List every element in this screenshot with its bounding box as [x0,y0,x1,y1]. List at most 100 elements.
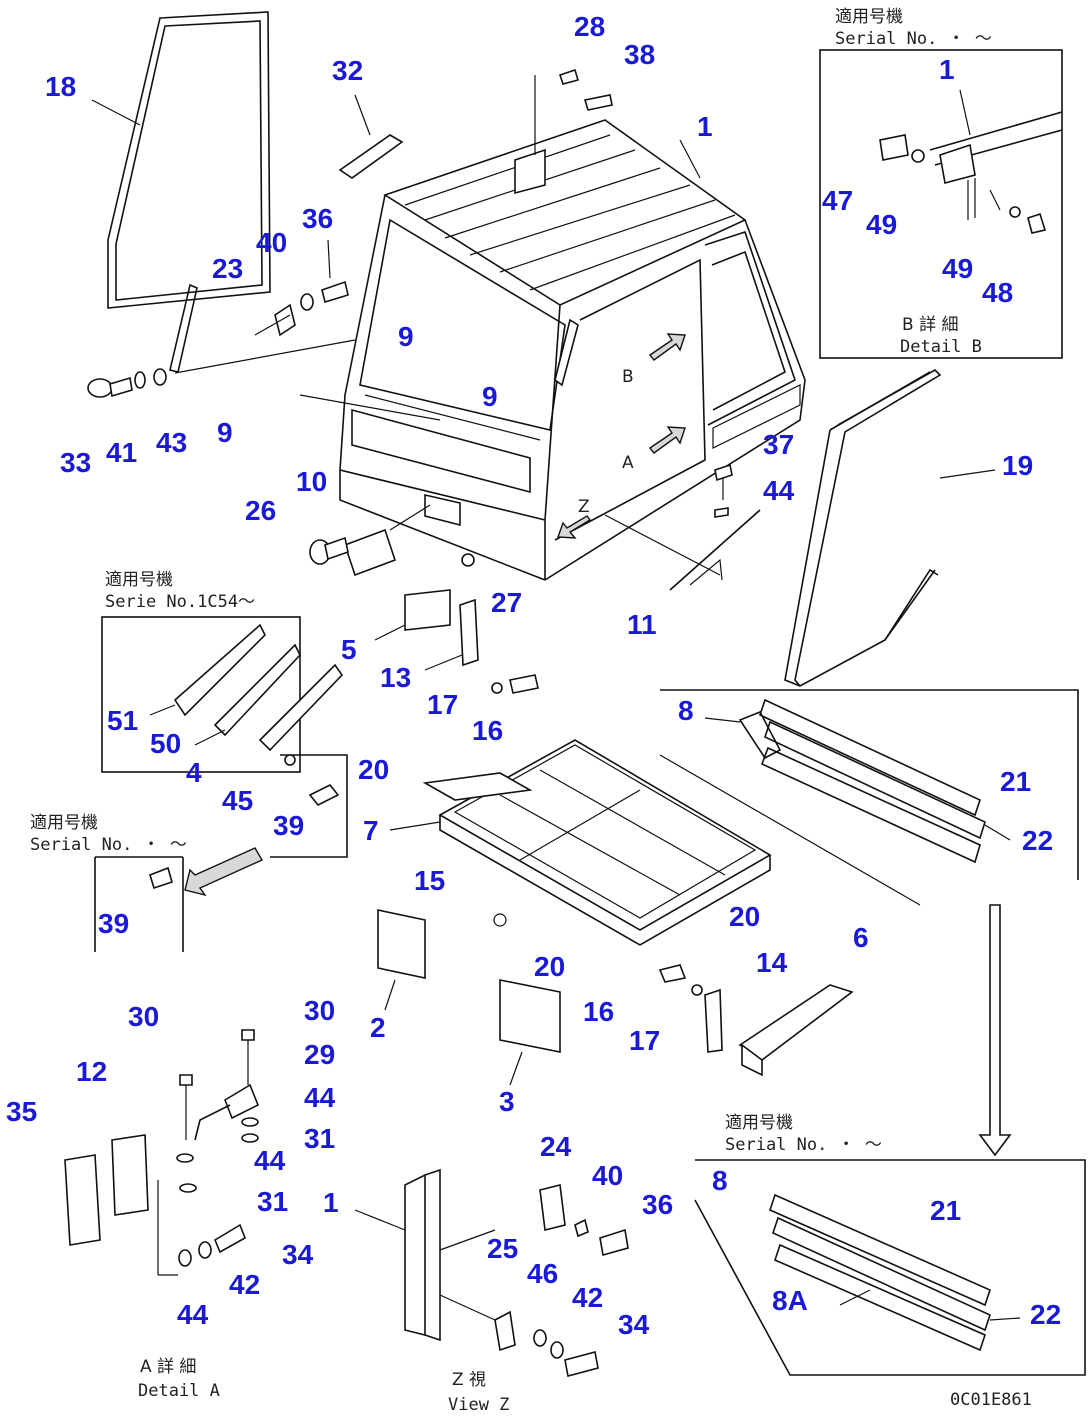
callout-40: 40 [592,1160,623,1191]
callout-32: 32 [332,55,363,86]
callout-39: 39 [98,908,129,939]
callout-46: 46 [527,1258,558,1289]
detail-a-jp: A 詳 細 [140,1357,196,1377]
callout-44: 44 [763,475,795,506]
callout-20: 20 [534,951,565,982]
callout-16: 16 [583,996,614,1027]
callout-35: 35 [6,1096,37,1127]
callout-43: 43 [156,427,187,458]
serial-b-jp: 適用号機 [835,7,903,27]
callout-9: 9 [217,417,233,448]
callout-45: 45 [222,785,253,816]
serial-b-en: Serial No. ・ ～ [835,29,992,49]
callout-39: 39 [273,810,304,841]
callout-49: 49 [866,209,897,240]
callout-21: 21 [930,1195,961,1226]
callout-31: 31 [304,1123,335,1154]
detail-a-en: Detail A [138,1381,220,1401]
serial-e-en: Serial No. ・ ～ [725,1135,882,1155]
cab-mark-b: B [622,367,634,387]
callout-11: 11 [627,609,657,640]
callout-9: 9 [398,321,414,352]
window-seal-18 [91,11,271,309]
callout-10: 10 [296,466,327,497]
serial-box-e: 適用号機 Serial No. ・ ～ [694,1113,1086,1376]
callout-19: 19 [1002,450,1033,481]
callout-44: 44 [304,1082,336,1113]
serial-e-jp: 適用号機 [725,1113,793,1133]
callout-8A: 8A [772,1285,808,1316]
callout-42: 42 [572,1282,603,1313]
callout-14: 14 [756,947,788,978]
callout-44: 44 [177,1299,209,1330]
serial-d-en: Serial No. ・ ～ [30,835,187,855]
panels-2-3-6 [377,909,854,1086]
pin-11-assembly [604,463,761,591]
callout-4: 4 [186,757,202,788]
callout-22: 22 [1022,825,1053,856]
detail-a: A 詳 細 Detail A [64,1029,260,1401]
callout-8: 8 [712,1165,728,1196]
callout-15: 15 [414,865,445,896]
callout-27: 27 [491,587,522,618]
callout-22: 22 [1030,1299,1061,1330]
view-z-en: View Z [448,1395,509,1415]
callout-48: 48 [982,277,1013,308]
callout-17: 17 [427,689,458,720]
callout-36: 36 [642,1189,673,1220]
callout-3: 3 [499,1086,515,1117]
callout-34: 34 [618,1309,650,1340]
callout-1: 1 [323,1187,339,1218]
upper-rail-group [660,689,1079,880]
serial-box-c: 適用号機 Serie No.1C54～ [101,570,344,773]
serial-c-en: Serie No.1C54～ [105,592,255,612]
callout-38: 38 [624,39,655,70]
serial-box-39: 適用号機 Serial No. ・ ～ [30,754,348,952]
callout-5: 5 [341,634,357,665]
callout-8: 8 [678,695,694,726]
serial-d-jp: 適用号機 [30,813,98,833]
callout-7: 7 [363,815,379,846]
callout-24: 24 [540,1131,572,1162]
callout-42: 42 [229,1269,260,1300]
callout-20: 20 [358,754,389,785]
cab-mark-a: A [622,453,634,473]
callout-30: 30 [128,1001,159,1032]
callout-17: 17 [629,1025,660,1056]
handle-assembly-left [87,239,441,421]
callout-34: 34 [282,1239,314,1270]
direction-arrow [978,904,1012,1157]
callout-12: 12 [76,1056,107,1087]
label-plate-32 [338,94,404,179]
callout-2: 2 [370,1012,386,1043]
callout-40: 40 [256,227,287,258]
callout-31: 31 [257,1186,288,1217]
view-z: Z 視 View Z [354,1168,629,1415]
detail-b-box: 適用号機 Serial No. ・ ～ B 詳 細 Detail B [819,7,1063,359]
drawing-id: 0C01E861 [950,1390,1032,1410]
detail-b-en: Detail B [900,337,982,357]
callout-20: 20 [729,901,760,932]
callout-26: 26 [245,495,276,526]
callout-labels: 18 32 28 38 1 36 40 2 3 9 9 9 33 4 1 43 10… [6,11,1061,1340]
callout-36: 36 [302,203,333,234]
callout-51: 51 [107,705,138,736]
seal-10-bolt-26 [309,493,461,577]
floor-plate-7 [389,739,921,946]
callout-30: 30 [304,995,335,1026]
callout-29: 29 [304,1039,335,1070]
callout-1: 1 [697,111,713,142]
detail-b-jp: B 詳 細 [902,315,958,335]
callout-50: 50 [150,728,181,759]
callout-37: 37 [763,429,794,460]
callout-47: 47 [822,185,853,216]
callout-33: 33 [60,447,91,478]
callout-16: 16 [472,715,503,746]
callout-28: 28 [574,11,605,42]
view-z-jp: Z 視 [452,1370,486,1390]
callout-9: 9 [482,381,498,412]
serial-c-jp: 適用号機 [105,570,173,590]
callout-21: 21 [1000,766,1031,797]
callout-18: 18 [45,71,76,102]
